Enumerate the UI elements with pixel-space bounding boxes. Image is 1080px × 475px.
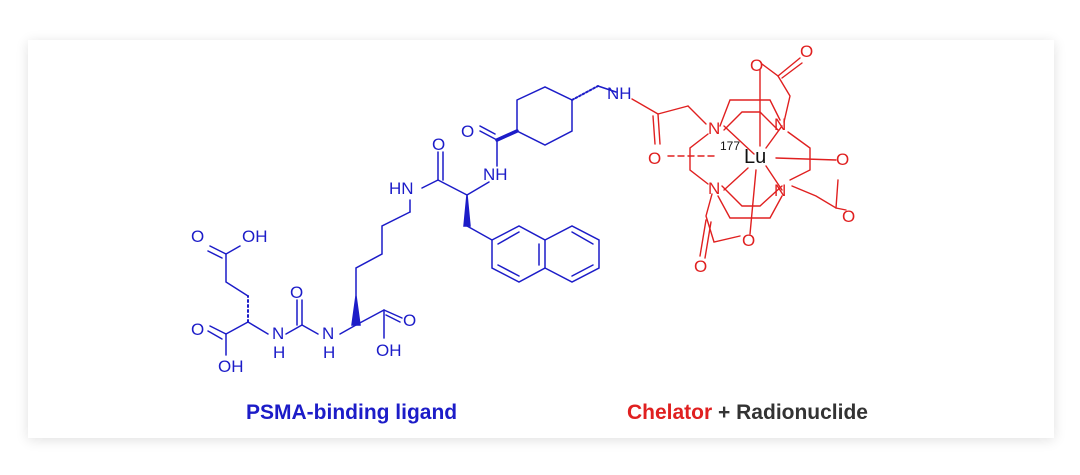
ligand-caption-text: PSMA-binding ligand [246,401,458,424]
atom-n4: N [708,179,720,198]
atom-o-urea: O [290,283,303,302]
atom-o-glu: O [191,227,204,246]
chelator-atoms: N N N N O O O O O O O O [648,42,855,276]
atom-nh-top: NH [607,84,632,103]
atom-nh-mid: NH [483,165,508,184]
caption-chelator: Chelator + Radionuclide [627,401,868,425]
atom-n1: N [708,119,720,138]
atom-hn-lys: HN [389,179,414,198]
plus-sign: + [718,401,731,424]
lu-symbol: Lu [744,146,766,168]
psma-ligand-bonds [207,85,617,356]
atom-o-c3: O [800,42,813,61]
atom-o-c7: O [694,257,707,276]
atom-o-amide-mid: O [432,135,445,154]
atom-o-amide-top: O [461,122,474,141]
atom-n-urea2: N [322,324,334,343]
diagram-card [28,40,1054,438]
atom-n2: N [774,115,786,134]
caption-ligand: PSMA-binding ligand [246,401,457,425]
atom-o-c2: O [750,56,763,75]
atom-o-c6: O [742,231,755,250]
radionuclide-caption-text: Radionuclide [736,401,868,424]
lu-mass-number: 177 [720,139,740,153]
atom-oh-lys: OH [376,341,402,360]
atom-h-urea2: H [323,343,335,362]
lutetium-atom: 177 Lu [720,139,766,168]
chelator-caption-text: Chelator [627,401,713,424]
atom-o-left: O [191,320,204,339]
atom-o-c4: O [836,150,849,169]
atom-o-c1: O [648,149,661,168]
atom-o-c5: O [842,207,855,226]
atom-n3: N [774,181,786,200]
atom-h-urea1: H [273,343,285,362]
atom-n-urea1: N [272,324,284,343]
psma-ligand-atoms: NH O O HN NH O OH O O N H N H OH O OH [191,84,632,376]
atom-oh-glu: OH [242,227,268,246]
atom-o-lys: O [403,311,416,330]
atom-oh-left: OH [218,357,244,376]
chelator-bonds [631,57,847,259]
